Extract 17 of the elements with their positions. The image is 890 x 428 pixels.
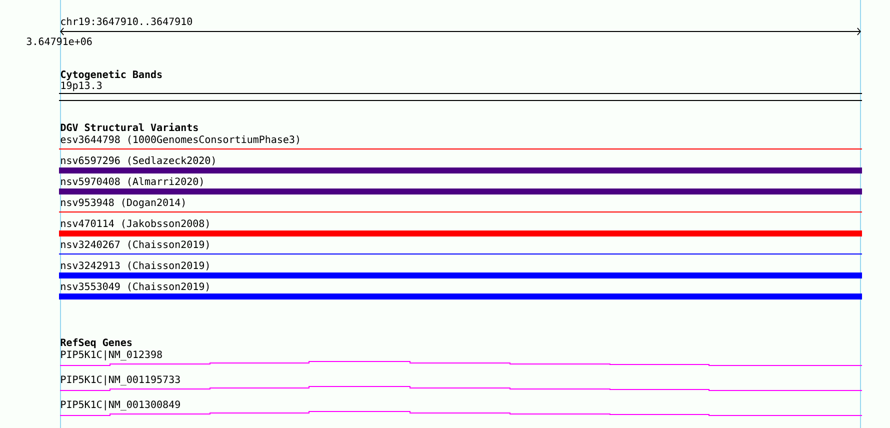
gene-label: PIP5K1C|NM_001300849 [61, 400, 180, 410]
variant-label: nsv3553049 (Chaisson2019) [61, 282, 209, 292]
variant-label: nsv5970408 (Almarri2020) [61, 177, 203, 186]
gene-label: PIP5K1C|NM_001195733 [61, 375, 180, 386]
axis-tick-label: 3.64791e+06 [26, 38, 92, 46]
track-title: RefSeq Genes [60, 338, 132, 348]
variant-label: esv3644798 (1000GenomesConsortiumPhase3) [60, 135, 299, 144]
variant-label: nsv470114 (Jakobsson2008) [61, 219, 209, 228]
variant-label: nsv3240267 (Chaisson2019) [61, 240, 209, 250]
gene-label: PIP5K1C|NM_012398 [61, 350, 162, 360]
variant-label: nsv953948 (Dogan2014) [61, 198, 185, 208]
variant-label: nsv6597296 (Sedlazeck2020) [61, 156, 215, 166]
track-title: Cytogenetic Bands [60, 70, 162, 80]
track-title: DGV Structural Variants [60, 122, 198, 132]
variant-label: nsv3242913 (Chaisson2019) [61, 261, 209, 270]
coord-label: chr19:3647910..3647910 [61, 17, 192, 26]
band-label: 19p13.3 [61, 82, 102, 92]
